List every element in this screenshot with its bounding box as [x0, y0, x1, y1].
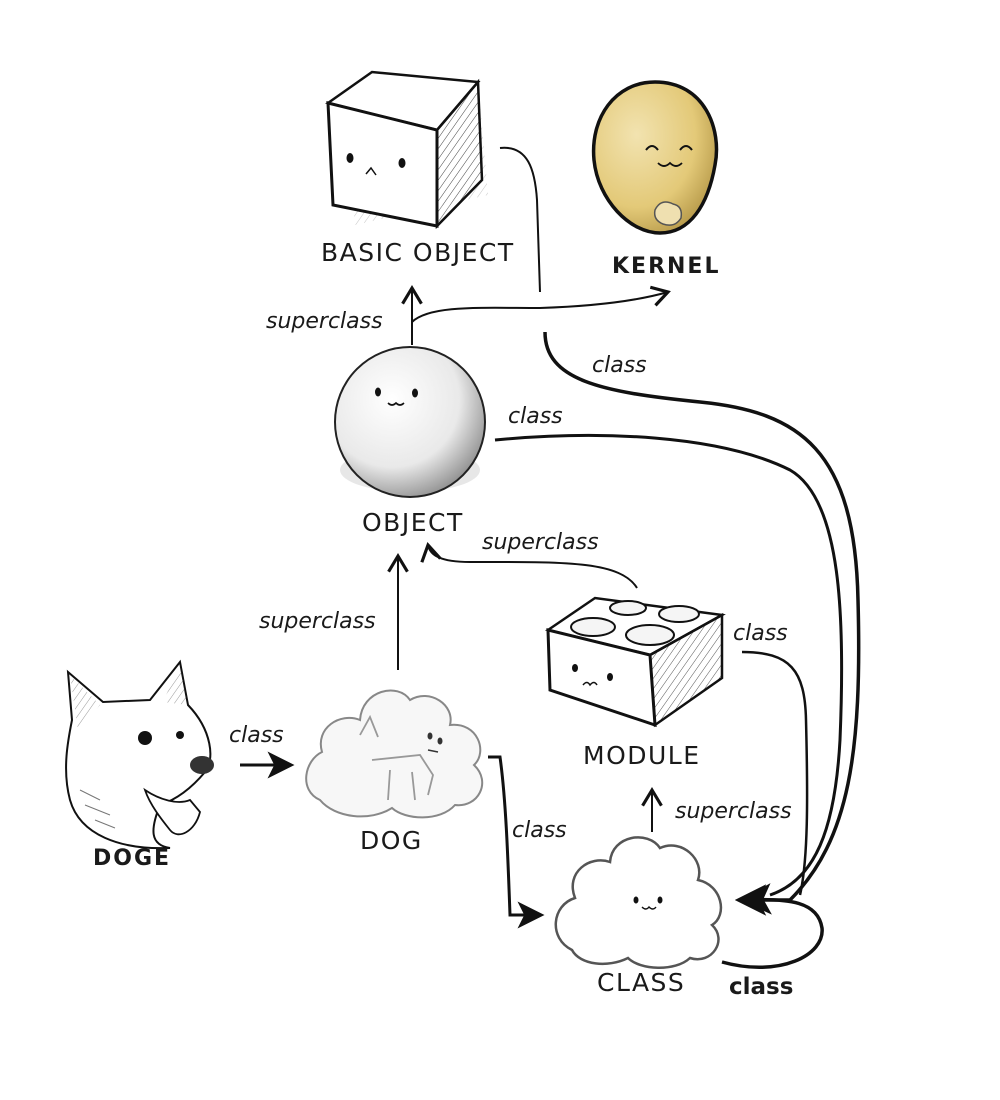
node-label-doge: DOGE	[93, 846, 172, 871]
edge-label-class-class: class	[729, 974, 794, 1000]
edge-label-kernel-class: class	[592, 353, 647, 378]
cloud-face-icon	[554, 836, 723, 969]
edge-label-dog-superclass: superclass	[259, 609, 376, 634]
edge-label-module-class: class	[733, 621, 788, 646]
cube-face-icon	[325, 70, 488, 230]
sphere-face-icon	[334, 346, 486, 498]
edge-label-object-superclass: superclass	[266, 309, 383, 334]
basic-object-class-arrow	[543, 331, 861, 916]
dog-class-arrow	[488, 755, 545, 929]
node-label-object: OBJECT	[362, 508, 464, 537]
edge-label-object-class: class	[508, 404, 563, 429]
node-label-dog: DOG	[360, 826, 423, 855]
node-label-kernel: KERNEL	[612, 254, 721, 279]
kernel-arrow	[411, 146, 668, 323]
edge-label-class-superclass: superclass	[675, 799, 792, 824]
edge-label-module-superclass: superclass	[482, 530, 599, 555]
edge-label-doge-class: class	[229, 723, 284, 748]
module-class-arrow	[741, 650, 809, 896]
node-label-module: MODULE	[583, 741, 701, 770]
dog-head-icon	[65, 659, 214, 850]
object-class-arrow	[494, 433, 844, 897]
node-label-basic-object: BASIC OBJECT	[321, 238, 515, 267]
edge-label-dog-class: class	[512, 818, 567, 843]
brick-face-icon	[544, 596, 726, 728]
cloud-with-dog-icon	[305, 689, 484, 819]
class-self-arrow	[721, 883, 824, 969]
module-superclass-arrow	[420, 542, 638, 589]
egg-face-icon	[591, 80, 719, 235]
node-label-class: CLASS	[597, 968, 686, 997]
